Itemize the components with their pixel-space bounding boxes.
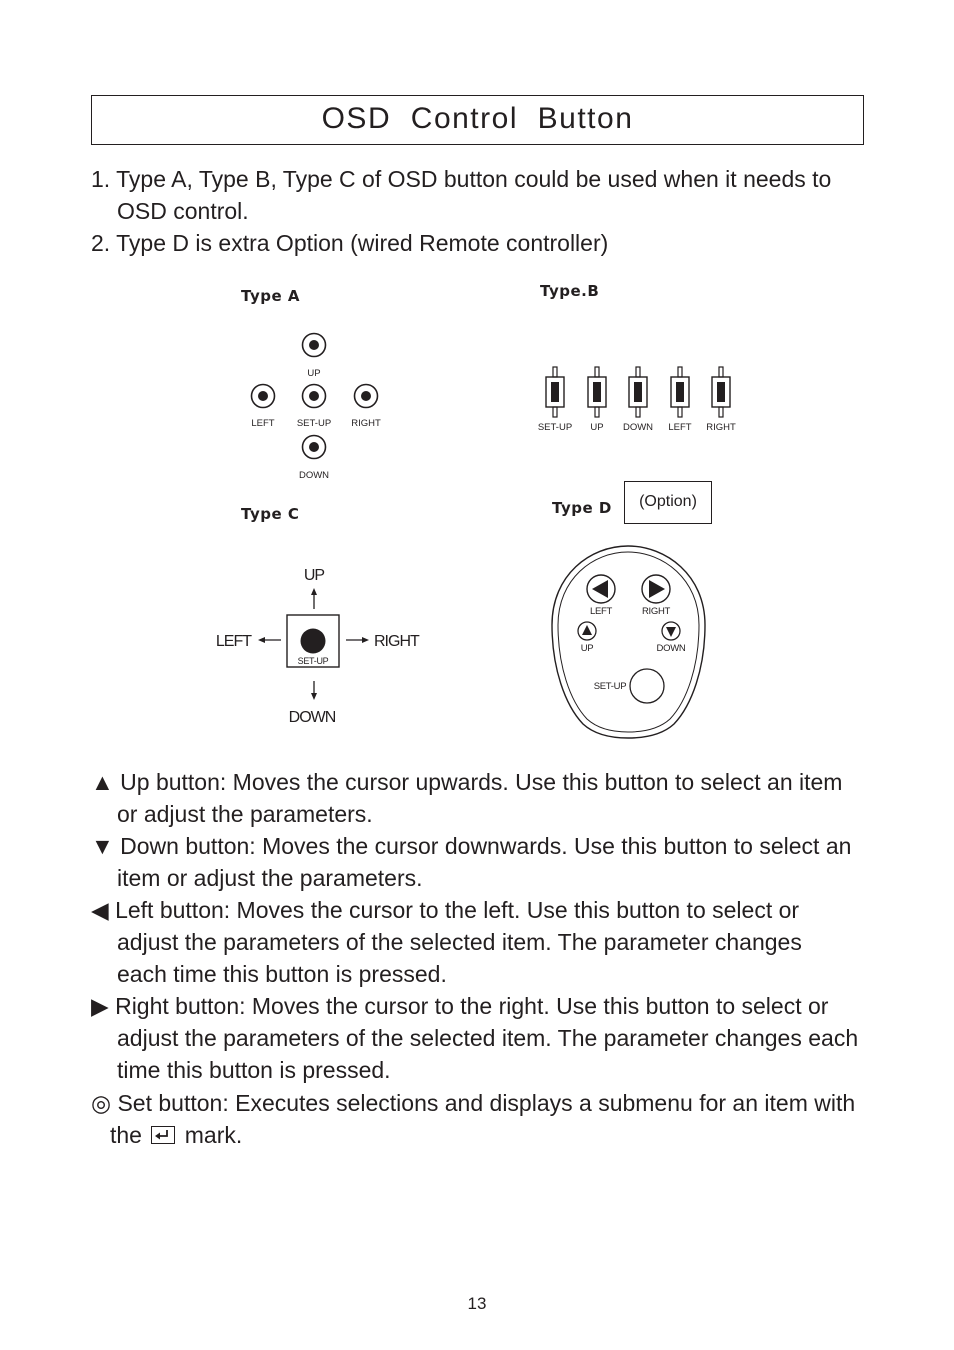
type-a-up-button [301,332,327,358]
intro-item-2: 2. Type D is extra Option (wired Remote … [91,230,609,256]
right-desc-line-2: adjust the parameters of the selected it… [117,1025,859,1051]
title-box: OSD Control Button [91,95,864,145]
type-b-down-switch [628,366,648,418]
enter-icon [151,1126,176,1144]
type-a-setup-button [301,383,327,409]
set-desc-line-1: ◎ Set button: Executes selections and di… [91,1090,856,1116]
set-button-description: ◎ Set button: Executes selections and di… [91,1087,855,1151]
intro-item-1-line-2: OSD control. [117,198,249,224]
set-desc-line-2-after: mark. [184,1122,243,1148]
down-button-description: ▼ Down button: Moves the cursor downward… [91,830,851,894]
right-desc-line-1: ▶ Right button: Moves the cursor to the … [91,993,829,1019]
type-a-up-label: UP [307,368,320,379]
type-d-setup-button [629,668,665,704]
type-c-up-label: UP [304,567,325,584]
type-c-setup-label: SET-UP [298,656,329,666]
right-desc-line-3: time this button is pressed. [117,1057,391,1083]
type-d-up-button [577,621,597,641]
left-desc-line-2: adjust the parameters of the selected it… [117,929,802,955]
type-c-right-arrow [346,637,369,643]
type-d-label: Type D [552,499,612,517]
type-d-remote: LEFT RIGHT UP DOWN SET-UP [551,545,706,739]
type-c-label: Type C [241,505,300,523]
type-b-right-label: RIGHT [706,422,736,433]
type-a-right-label: RIGHT [351,418,381,429]
type-b-label: Type.B [540,282,600,300]
right-button-description: ▶ Right button: Moves the cursor to the … [91,990,858,1086]
type-c-down-arrow [311,681,317,700]
type-c-left-label: LEFT [216,633,252,650]
type-d-up-label: UP [581,643,594,654]
up-desc-line-1: ▲ Up button: Moves the cursor upwards. U… [91,769,843,795]
type-a-down-label: DOWN [299,470,329,481]
type-d-setup-label: SET-UP [594,681,627,692]
left-desc-line-1: ◀ Left button: Moves the cursor to the l… [91,897,800,923]
down-desc-line-2: item or adjust the parameters. [117,865,423,891]
type-c-up-arrow [311,588,317,609]
type-b-left-switch [670,366,690,418]
type-a-right-button [353,383,379,409]
page-number: 13 [467,1294,487,1313]
type-c-left-arrow [258,637,281,643]
intro-item-1: 1. Type A, Type B, Type C of OSD button … [91,163,831,227]
set-desc-line-2-before: the [110,1122,142,1148]
type-d-down-button [661,621,681,641]
type-b-up-label: UP [590,422,603,433]
type-c-diagram: UP SET-UP LEFT RIGHT DOWN [216,567,421,726]
type-a-down-button [301,434,327,460]
left-button-description: ◀ Left button: Moves the cursor to the l… [91,894,802,990]
option-box: (Option) [624,481,712,524]
intro-item-1-line-1: 1. Type A, Type B, Type C of OSD button … [91,166,832,192]
type-d-right-label: RIGHT [642,606,671,617]
type-a-left-label: LEFT [251,418,274,429]
type-b-diagram: SET-UP UP DOWN LEFT RIGHT [538,366,736,433]
type-b-setup-switch [545,366,565,418]
type-b-down-label: DOWN [623,422,653,433]
type-b-up-switch [587,366,607,418]
type-a-left-button [250,383,276,409]
type-d-left-label: LEFT [590,606,613,617]
up-button-description: ▲ Up button: Moves the cursor upwards. U… [91,766,842,830]
page-title: OSD Control Button [321,102,634,135]
type-a-setup-label: SET-UP [297,418,331,429]
type-c-setup-button [300,628,326,654]
type-d-right-button [641,574,671,604]
type-c-right-label: RIGHT [374,633,420,650]
down-desc-line-1: ▼ Down button: Moves the cursor downward… [91,833,852,859]
left-desc-line-3: each time this button is pressed. [117,961,447,987]
type-d-down-label: DOWN [657,643,686,654]
type-a-label: Type A [241,287,300,305]
type-a-diagram: UP LEFT SET-UP RIGHT DOWN [250,332,381,481]
type-c-joystick-box [286,614,340,668]
set-desc-line-2: the mark. [91,1119,855,1151]
type-c-down-label: DOWN [289,709,336,726]
type-b-left-label: LEFT [668,422,691,433]
type-b-right-switch [711,366,731,418]
up-desc-line-2: or adjust the parameters. [117,801,373,827]
type-b-setup-label: SET-UP [538,422,572,433]
type-d-left-button [586,574,616,604]
